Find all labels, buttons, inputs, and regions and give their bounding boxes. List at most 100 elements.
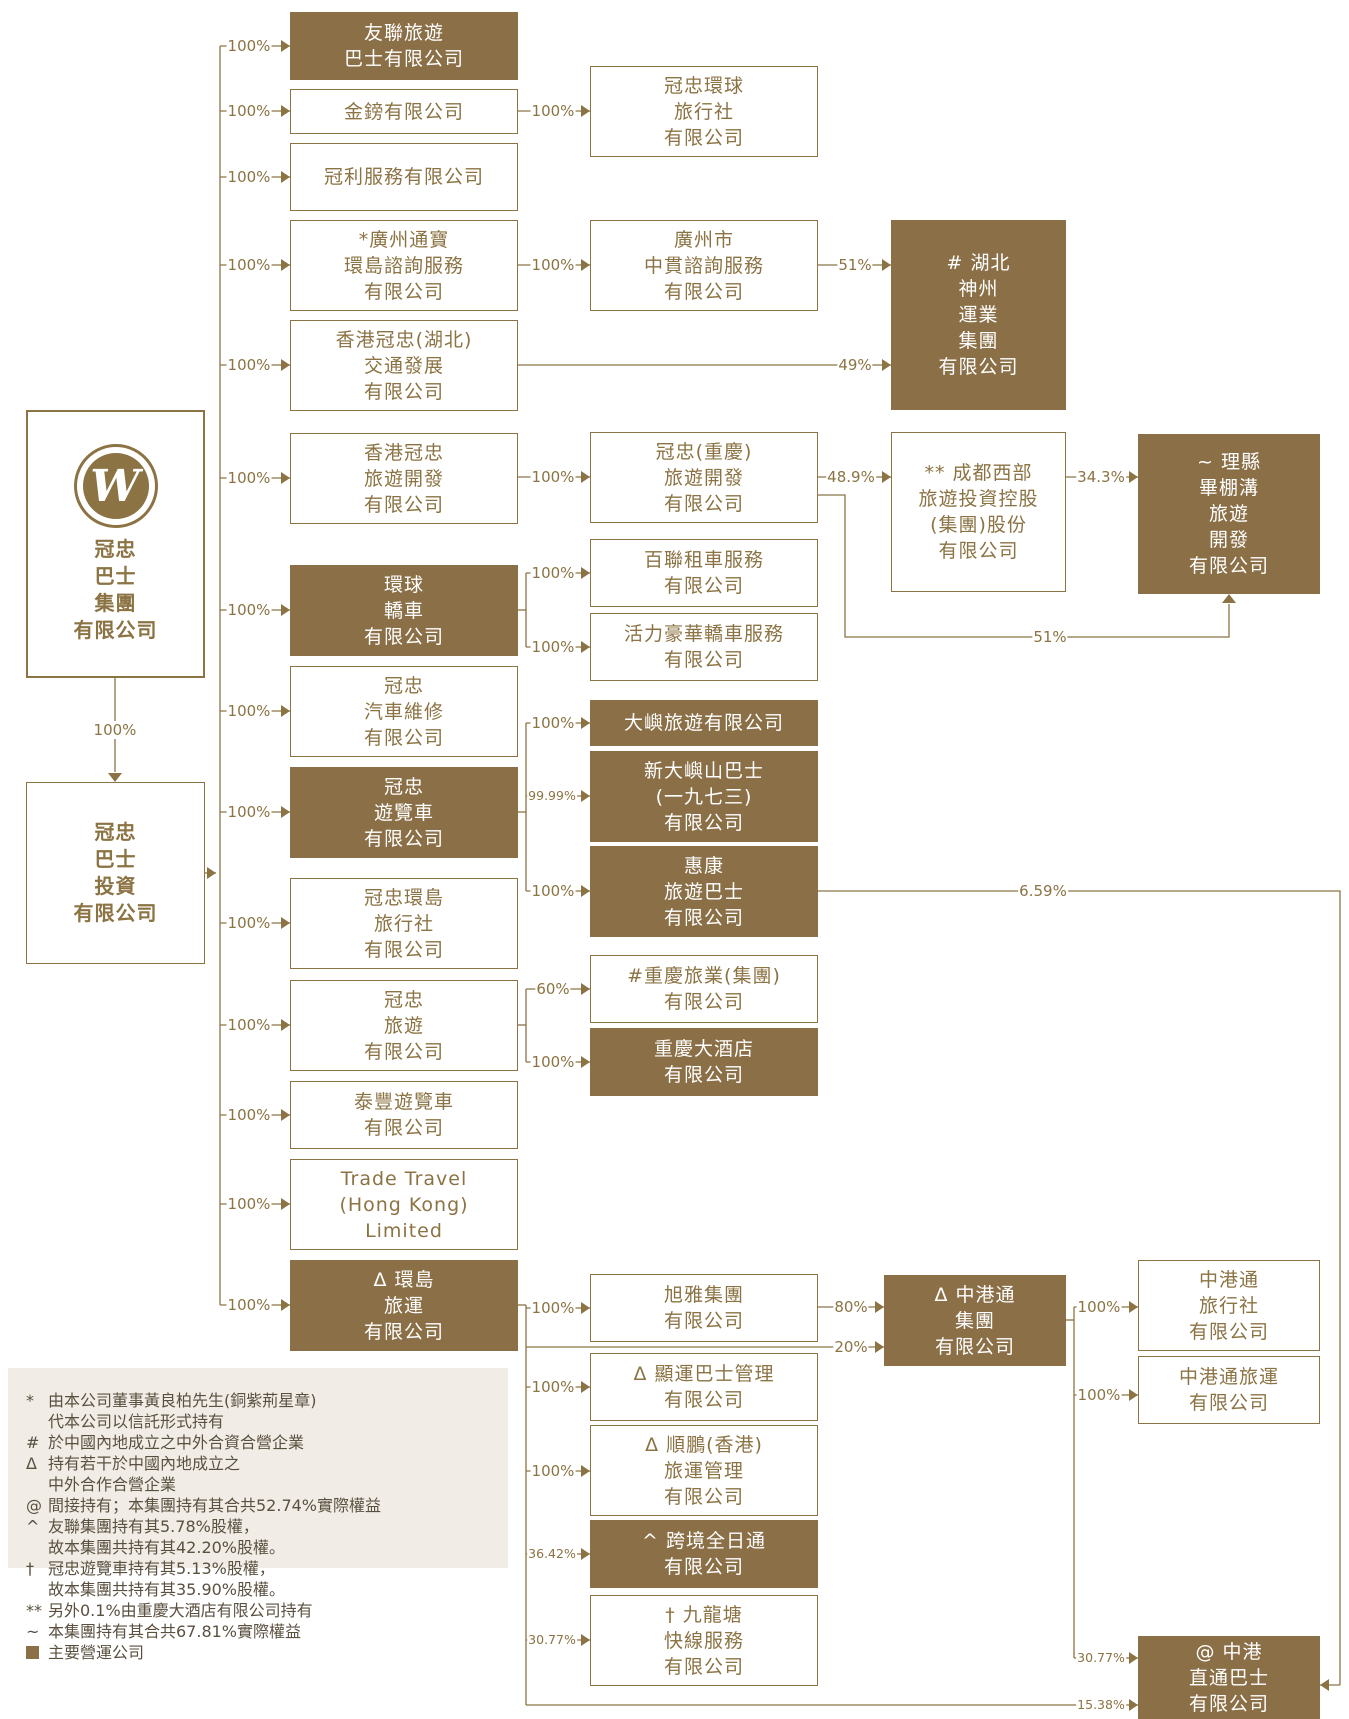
- arrow-head-icon: [1129, 1699, 1138, 1711]
- hk-kc-hubei-box: 香港冠忠(湖北) 交通發展 有限公司: [290, 320, 518, 411]
- zgt-travel-box: 中港通 旅行社 有限公司: [1138, 1260, 1320, 1351]
- kc-global-travel-box: 冠忠環島 旅行社 有限公司: [290, 878, 518, 969]
- arrow-head-icon: [281, 259, 290, 271]
- new-lantao-box: 新大嶼山巴士 (一九七三) 有限公司: [590, 751, 818, 842]
- main-operating-swatch-icon: [26, 1646, 39, 1659]
- yau-luen-box: 友聯旅遊 巴士有限公司: [290, 12, 518, 80]
- pct-hubei-51: 51%: [837, 256, 873, 274]
- pct-vigor-limo: 100%: [530, 638, 576, 656]
- legend-item: **另外0.1%由重慶大酒店有限公司持有: [26, 1601, 313, 1620]
- pct-baak-luen: 100%: [530, 564, 576, 582]
- arrow-head-icon: [581, 1634, 590, 1646]
- connector-line: [818, 890, 1341, 1685]
- arrow-head-icon: [581, 717, 590, 729]
- pct-global-transport: 100%: [226, 1296, 272, 1314]
- pct-tai-yue: 100%: [530, 714, 576, 732]
- arrow-head-icon: [1129, 471, 1138, 483]
- arrow-head-icon: [581, 1548, 590, 1560]
- xianyun-box: Δ 顯運巴士管理 有限公司: [590, 1353, 818, 1421]
- legend-item: @間接持有；本集團持有其合共52.74%實際權益: [26, 1496, 382, 1515]
- arrow-head-icon: [581, 1302, 590, 1314]
- global-limo-box: 環球 轎車 有限公司: [290, 565, 518, 656]
- chengdu-box: ** 成都西部 旅遊投資控股 (集團)股份 有限公司: [891, 432, 1066, 592]
- arrow-head-icon: [281, 105, 290, 117]
- pct-zgt-transport: 100%: [1076, 1386, 1122, 1404]
- arrow-head-icon: [875, 1301, 884, 1313]
- pct-chongqing-dev: 100%: [530, 468, 576, 486]
- wai-hong-box: 惠康 旅遊巴士 有限公司: [590, 846, 818, 937]
- pct-wai-hong-zgt: 6.59%: [1018, 882, 1068, 900]
- pct-kc-travel: 100%: [226, 1016, 272, 1034]
- pct-wai-hong: 100%: [530, 882, 576, 900]
- pct-bipengou-51: 51%: [1032, 628, 1068, 646]
- pct-zgt-80: 80%: [833, 1298, 869, 1316]
- pct-yau-luen: 100%: [226, 37, 272, 55]
- trade-travel-box: Trade Travel (Hong Kong) Limited: [290, 1159, 518, 1250]
- pct-kc-coach: 100%: [226, 803, 272, 821]
- legend-item: #於中國內地成立之中外合資合營企業: [26, 1433, 305, 1452]
- global-transport-box: Δ 環島 旅運 有限公司: [290, 1260, 518, 1351]
- legend-item: 主要營運公司: [26, 1642, 508, 1664]
- pct-zgt-20: 20%: [833, 1338, 869, 1356]
- arrow-head-icon: [281, 472, 290, 484]
- arrow-head-icon: [281, 1198, 290, 1210]
- arrow-head-icon: [882, 259, 891, 271]
- pct-kowloon-tong: 30.77%: [527, 1631, 577, 1649]
- pct-shunpeng: 100%: [530, 1462, 576, 1480]
- arrow-head-icon: [1129, 1301, 1138, 1313]
- kowloon-tong-box: † 九龍塘 快線服務 有限公司: [590, 1595, 818, 1686]
- tai-fung-box: 泰豐遊覽車 有限公司: [290, 1081, 518, 1149]
- arrow-head-icon: [281, 917, 290, 929]
- arrow-head-icon: [281, 1299, 290, 1311]
- chongqing-dev-box: 冠忠(重慶) 旅遊開發 有限公司: [590, 432, 818, 523]
- pct-xuya: 100%: [530, 1299, 576, 1317]
- xuya-box: 旭雅集團 有限公司: [590, 1274, 818, 1342]
- gold-pound-box: 金鎊有限公司: [290, 89, 518, 134]
- zgt-transport-box: 中港通旅運 有限公司: [1138, 1356, 1320, 1424]
- connector-line: [818, 494, 1230, 638]
- baak-luen-box: 百聯租車服務 有限公司: [590, 539, 818, 607]
- arrow-head-icon: [281, 705, 290, 717]
- arrow-head-icon: [581, 471, 590, 483]
- arrow-head-icon: [281, 1019, 290, 1031]
- pct-kc-global-travel: 100%: [226, 914, 272, 932]
- chongqing-hotel-box: 重慶大酒店 有限公司: [590, 1028, 818, 1096]
- arrow-head-icon: [581, 1381, 590, 1393]
- legend-item: ~本集團持有其合共67.81%實際權益: [26, 1622, 302, 1641]
- kc-travel-box: 冠忠 旅遊 有限公司: [290, 980, 518, 1071]
- cross-border-box: ^ 跨境全日通 有限公司: [590, 1520, 818, 1588]
- root-company-box: W 冠忠 巴士 集團 有限公司: [26, 410, 205, 678]
- pct-chengdu: 48.9%: [826, 468, 876, 486]
- pct-hk-kc-travel-dev: 100%: [226, 469, 272, 487]
- arrow-head-icon: [581, 641, 590, 653]
- arrow-head-icon: [281, 1109, 290, 1121]
- pct-gold-pound: 100%: [226, 102, 272, 120]
- pct-new-lantao: 99.99%: [527, 787, 577, 805]
- kc-motor-repair-box: 冠忠 汽車維修 有限公司: [290, 666, 518, 757]
- kwoon-lee-box: 冠利服務有限公司: [290, 143, 518, 211]
- legend-panel: *由本公司董事黃良柏先生(銅紫荊星章) 代本公司以信託形式持有 #於中國內地成立…: [8, 1368, 508, 1662]
- pct-chongqing-travel: 60%: [535, 980, 571, 998]
- arrow-head-icon: [207, 867, 216, 879]
- legend-item: †冠忠遊覽車持有其5.13%股權， 故本集團共持有其35.90%股權。: [26, 1559, 286, 1599]
- chongqing-travel-box: #重慶旅業(集團) 有限公司: [590, 955, 818, 1023]
- arrow-head-icon: [281, 604, 290, 616]
- arrow-head-icon: [281, 359, 290, 371]
- arrow-head-icon: [875, 1341, 884, 1353]
- arrow-head-icon: [581, 105, 590, 117]
- shunpeng-box: Δ 順鵬(香港) 旅運管理 有限公司: [590, 1425, 818, 1516]
- pct-root-to-investment: 100%: [92, 721, 138, 739]
- pct-gz-zhongguan: 100%: [530, 256, 576, 274]
- pct-trade-travel: 100%: [226, 1195, 272, 1213]
- arrow-head-icon: [581, 983, 590, 995]
- pct-kc-global-agency: 100%: [530, 102, 576, 120]
- arrow-head-icon: [882, 359, 891, 371]
- pct-xianyun: 100%: [530, 1378, 576, 1396]
- zhonggangtong-box: Δ 中港通 集團 有限公司: [884, 1275, 1066, 1366]
- arrow-head-icon: [882, 471, 891, 483]
- vigor-limo-box: 活力豪華轎車服務 有限公司: [590, 613, 818, 681]
- arrow-head-icon: [581, 885, 590, 897]
- arrow-head-icon: [1129, 1389, 1138, 1401]
- arrow-head-icon: [581, 259, 590, 271]
- arrow-head-icon: [281, 171, 290, 183]
